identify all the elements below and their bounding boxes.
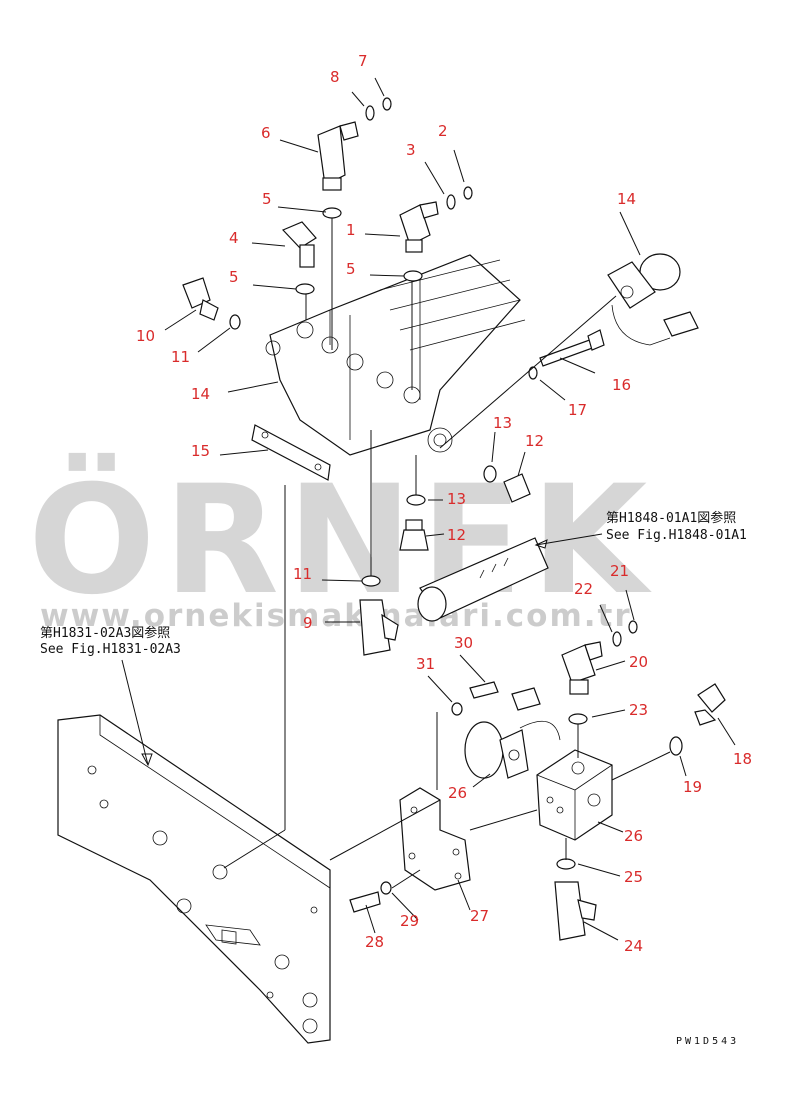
callout: 25 xyxy=(624,868,643,886)
callout: 29 xyxy=(400,912,419,930)
valve-block-26 xyxy=(349,681,613,913)
callout: 10 xyxy=(136,327,155,345)
mounting-plate xyxy=(57,714,331,1044)
callout: 7 xyxy=(358,52,368,70)
callout: 28 xyxy=(365,933,384,951)
callout: 13 xyxy=(493,414,512,432)
callout-labels: 7 8 6 2 3 5 1 4 5 5 14 10 11 14 16 17 15… xyxy=(136,52,752,955)
callout: 24 xyxy=(624,937,643,955)
plugs-12-13 xyxy=(399,465,531,551)
callout: 5 xyxy=(262,190,272,208)
watermark: ÖRNEK www.ornekismakinalari.com.tr xyxy=(28,452,655,634)
fittings-upper xyxy=(182,97,473,330)
watermark-brand: ÖRNEK xyxy=(28,452,655,628)
callout: 12 xyxy=(525,432,544,450)
callout: 30 xyxy=(454,634,473,652)
callout: 15 xyxy=(191,442,210,460)
callout: 17 xyxy=(568,401,587,419)
callout: 21 xyxy=(610,562,629,580)
callout: 5 xyxy=(346,260,356,278)
callout: 8 xyxy=(330,68,340,86)
pipe-fitting-9 xyxy=(359,537,549,656)
callout: 27 xyxy=(470,907,489,925)
callout: 19 xyxy=(683,778,702,796)
bracket-27 xyxy=(399,787,471,891)
callout: 4 xyxy=(229,229,239,247)
valve-manifold-14 xyxy=(265,254,526,456)
callout: 31 xyxy=(416,655,435,673)
callout: 18 xyxy=(733,750,752,768)
ref-fig-b-en: See Fig.H1831-02A3 xyxy=(40,642,181,657)
callout: 13 xyxy=(447,490,466,508)
callout: 12 xyxy=(447,526,466,544)
callout: 11 xyxy=(171,348,190,366)
callout: 20 xyxy=(629,653,648,671)
reference-notes: 第H1848-01A1図参照 See Fig.H1848-01A1 第H1831… xyxy=(40,510,747,1047)
bolt-16 xyxy=(528,329,605,380)
fittings-lower xyxy=(554,620,726,941)
callout: 1 xyxy=(346,221,356,239)
ref-fig-a-jp: 第H1848-01A1図参照 xyxy=(606,510,736,526)
callout: 23 xyxy=(629,701,648,719)
callout: 26 xyxy=(624,827,643,845)
callout: 5 xyxy=(229,268,239,286)
leader-lines xyxy=(121,77,736,941)
watermark-url: www.ornekismakinalari.com.tr xyxy=(40,598,632,634)
callout: 3 xyxy=(406,141,416,159)
ref-fig-a-en: See Fig.H1848-01A1 xyxy=(606,528,747,543)
callout: 16 xyxy=(612,376,631,394)
callout: 9 xyxy=(303,614,313,632)
callout: 14 xyxy=(191,385,210,403)
ref-fig-b-jp: 第H1831-02A3図参照 xyxy=(40,625,170,641)
callout: 22 xyxy=(574,580,593,598)
callout: 11 xyxy=(293,565,312,583)
drawing-code: PW1D543 xyxy=(676,1036,739,1047)
callout: 26 xyxy=(448,784,467,802)
callout: 14 xyxy=(617,190,636,208)
callout: 6 xyxy=(261,124,271,142)
solenoid-14 xyxy=(607,253,699,346)
gasket-15 xyxy=(251,424,331,481)
callout: 2 xyxy=(438,122,448,140)
